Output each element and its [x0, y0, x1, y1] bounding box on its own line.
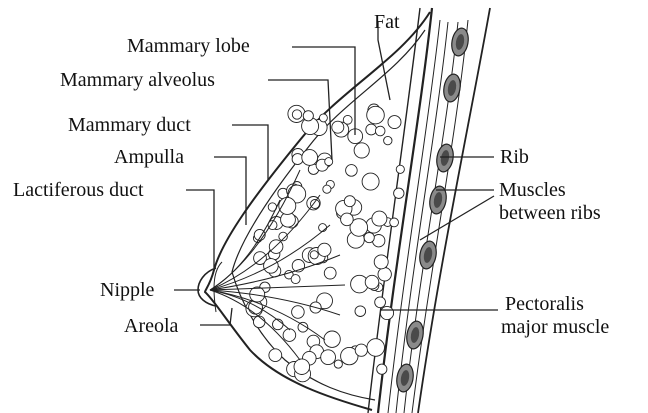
- lobule: [367, 339, 385, 357]
- lobule: [372, 211, 387, 226]
- lobule: [362, 173, 379, 190]
- lobule: [377, 364, 387, 374]
- lobule: [303, 111, 313, 121]
- label-mammary-duct: Mammary duct: [68, 114, 191, 136]
- lobule: [302, 150, 318, 166]
- lobule: [253, 316, 265, 328]
- lobule: [341, 213, 354, 226]
- lobule: [292, 306, 305, 319]
- label-muscles-line2: between ribs: [499, 202, 601, 224]
- label-rib: Rib: [500, 146, 529, 168]
- label-muscles-line1: Muscles: [499, 179, 566, 201]
- lobule: [319, 224, 327, 232]
- lobule: [319, 114, 327, 122]
- lobule: [366, 124, 377, 135]
- lobule: [334, 360, 342, 368]
- label-pectoralis-line2: major muscle: [501, 316, 609, 338]
- leader-lactiferous-duct: [186, 190, 214, 268]
- label-areola: Areola: [124, 315, 179, 337]
- duct: [210, 285, 345, 290]
- lobule: [388, 116, 401, 129]
- lobule: [269, 349, 282, 362]
- label-fat: Fat: [374, 11, 400, 33]
- lobule: [332, 121, 344, 133]
- lobule: [367, 106, 385, 124]
- label-pectoralis-line1: Pectoralis: [505, 293, 584, 315]
- lobule: [375, 126, 385, 136]
- glandular-tissue: [246, 104, 405, 382]
- lobule: [346, 165, 358, 177]
- label-ampulla: Ampulla: [114, 146, 184, 168]
- lobule: [396, 165, 404, 173]
- lobule: [292, 154, 303, 165]
- lobule: [355, 306, 366, 317]
- label-lactiferous-duct: Lactiferous duct: [13, 179, 144, 201]
- lobule: [380, 306, 393, 319]
- leader-ampulla: [214, 157, 246, 225]
- lobule: [292, 110, 301, 119]
- lobule: [279, 197, 296, 214]
- lobule: [378, 268, 391, 281]
- lobule: [365, 275, 379, 289]
- lobule: [354, 143, 369, 158]
- lobule: [375, 297, 386, 308]
- lobule: [283, 329, 296, 342]
- chest-wall: [368, 8, 490, 413]
- lobule: [291, 275, 300, 284]
- leader-lines: [174, 22, 498, 325]
- lobule: [294, 359, 310, 375]
- lobule: [324, 267, 336, 279]
- lobule: [273, 319, 284, 330]
- lobule: [394, 188, 404, 198]
- lobule: [323, 185, 331, 193]
- lobule: [343, 115, 352, 124]
- lobule: [355, 344, 367, 356]
- lobule: [321, 350, 336, 365]
- lobule: [364, 233, 374, 243]
- lobule: [344, 196, 355, 207]
- label-mammary-alveolus: Mammary alveolus: [60, 69, 215, 91]
- labels: Fat Mammary lobe Mammary alveolus Mammar…: [13, 11, 609, 338]
- leader-mammary-duct: [232, 125, 268, 180]
- lobule: [390, 218, 399, 227]
- lobule: [318, 243, 331, 256]
- duct: [210, 290, 325, 340]
- lobule: [324, 331, 340, 347]
- lobule: [311, 200, 320, 209]
- lobule: [374, 255, 388, 269]
- label-nipple: Nipple: [100, 279, 155, 301]
- lobule: [310, 251, 318, 259]
- lobule: [384, 136, 392, 144]
- label-mammary-lobe: Mammary lobe: [127, 35, 250, 57]
